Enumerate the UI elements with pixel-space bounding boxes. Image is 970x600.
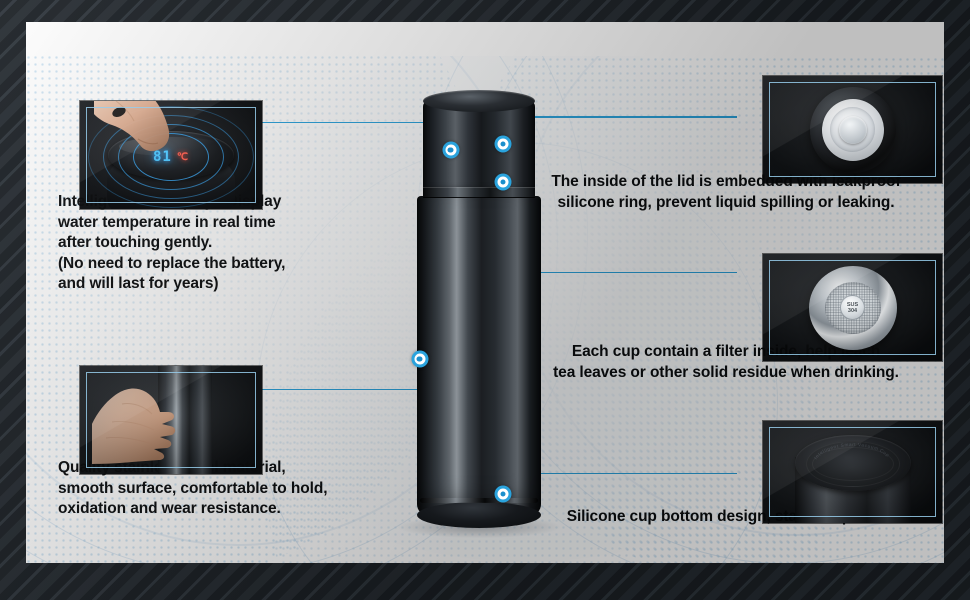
- lid-outer-rim: [809, 86, 896, 173]
- svg-text:Intelligent Smart Vacuum Cup: Intelligent Smart Vacuum Cup: [813, 442, 890, 460]
- emboss-label: Intelligent Smart Vacuum Cup: [813, 442, 890, 460]
- bottle-bottom-band: [420, 498, 538, 503]
- thumbnail-led-touch-lid[interactable]: 81 ℃: [80, 101, 262, 209]
- embossed-bottom-text: Intelligent Smart Vacuum Cup: [813, 442, 890, 460]
- bottle-cap: [423, 100, 535, 192]
- bottle-cap-ring: [423, 187, 535, 198]
- silicone-ring-mid: [830, 107, 875, 152]
- finger-touch-illustration: [94, 101, 170, 152]
- bottle-bottom: [417, 502, 541, 528]
- hotspot-mid-body[interactable]: [411, 350, 428, 368]
- infographic-canvas: 81 ℃: [26, 22, 944, 563]
- hotspot-base[interactable]: [494, 485, 512, 503]
- silicone-ring-outer: [821, 98, 884, 161]
- bottle-body: [417, 196, 541, 516]
- connector-body-horizontal: [236, 388, 421, 391]
- caption-silicone-ring: The inside of the lid is embedded with l…: [551, 173, 901, 211]
- filter-material-stamp: SUS 304: [840, 295, 865, 320]
- hotspot-lid-seam[interactable]: [494, 135, 512, 153]
- caption-filter: Each cup contain a filter inside, help l…: [553, 343, 899, 381]
- bg-mask-top: [26, 22, 944, 56]
- filter-basket: SUS 304: [808, 265, 897, 350]
- hand-illustration: [92, 388, 176, 464]
- hotspot-cap-top[interactable]: [442, 141, 460, 159]
- product-bottle-image: [398, 84, 560, 538]
- hotspot-upper-body[interactable]: [494, 173, 512, 191]
- filter-mesh: SUS 304: [824, 281, 881, 334]
- thumbnail-lid-silicone-ring[interactable]: [763, 76, 942, 183]
- silicone-ring-inner: [838, 115, 867, 144]
- bottle-cap-top: [423, 90, 535, 112]
- stamp-line-2: 304: [847, 307, 858, 314]
